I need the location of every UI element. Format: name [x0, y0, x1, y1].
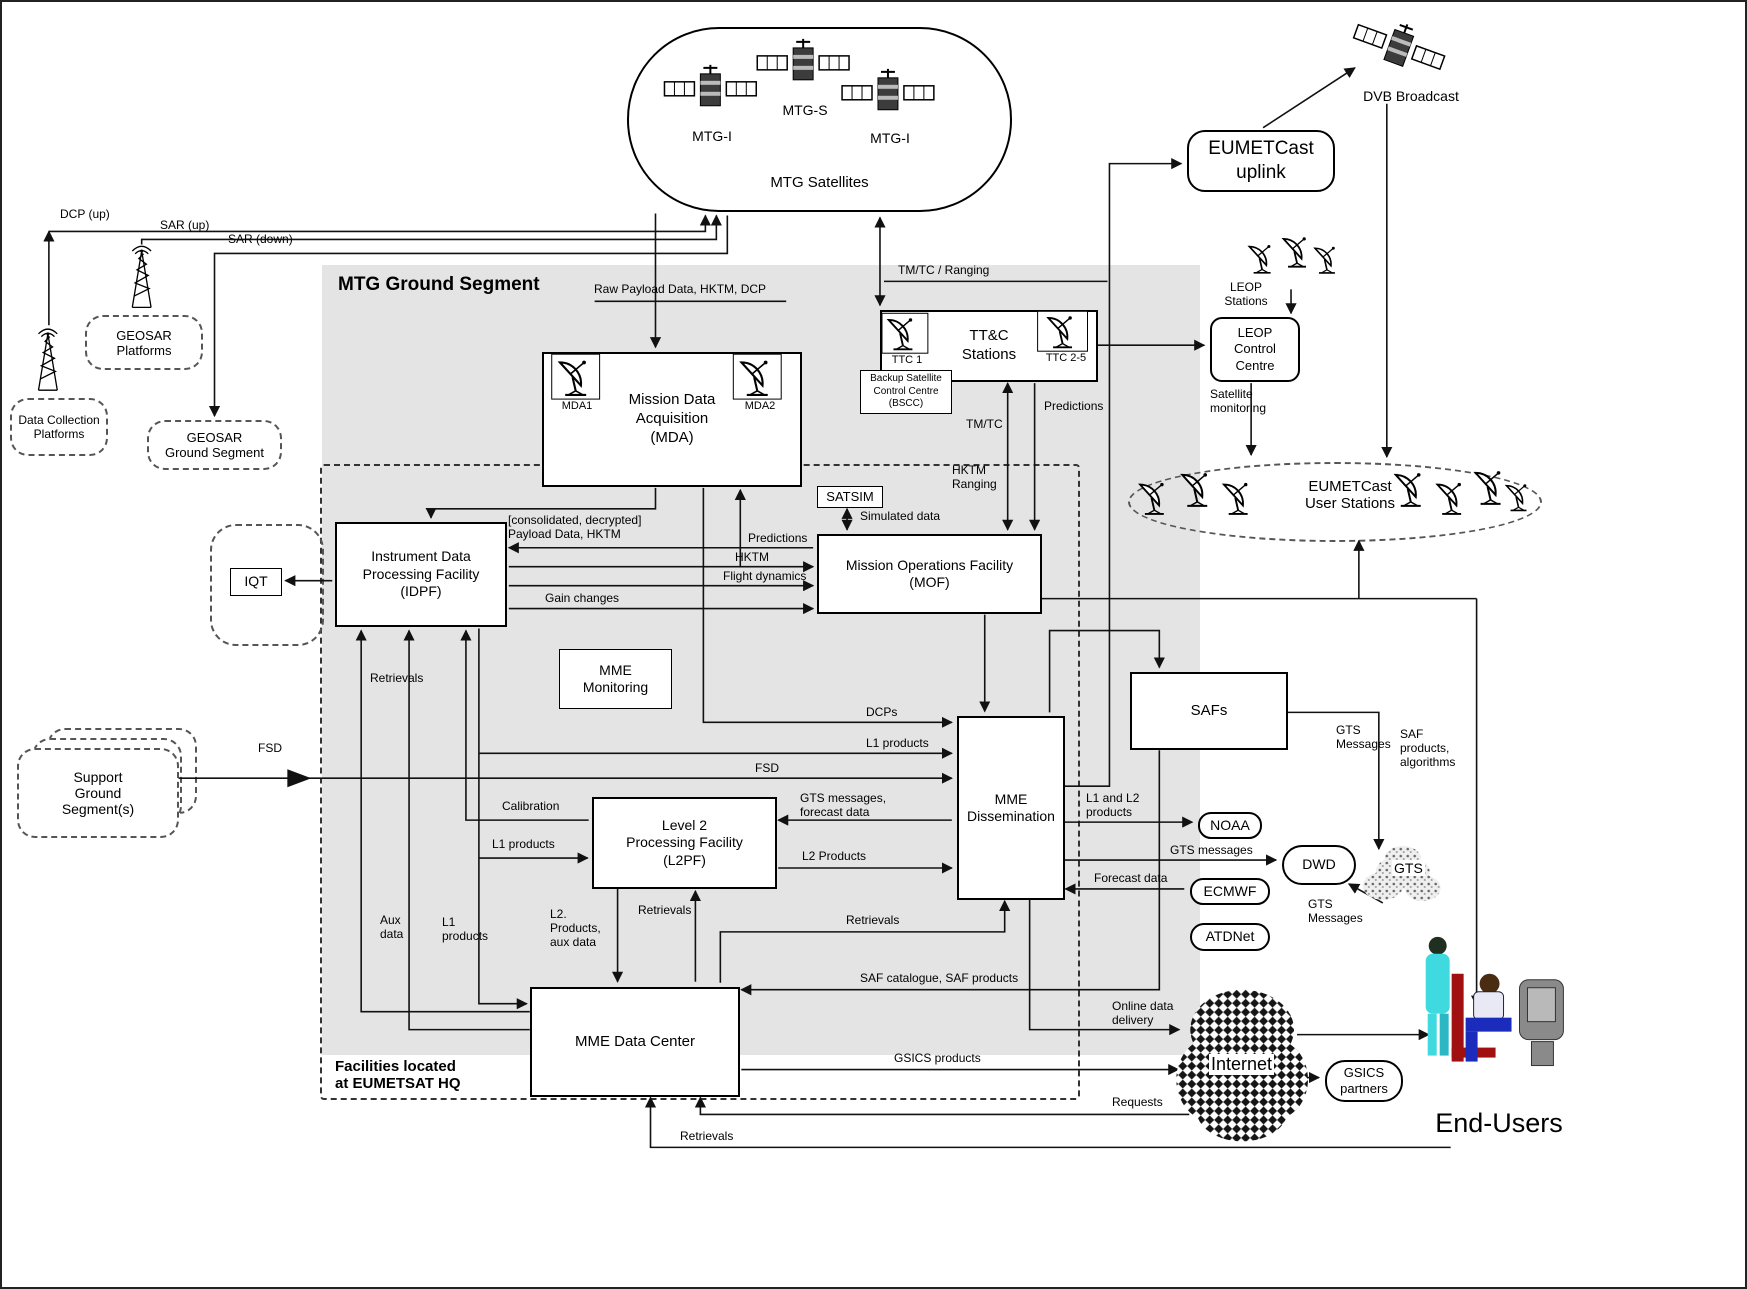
ground-segment-title: MTG Ground Segment — [338, 274, 540, 295]
iqt-dashed-boundary — [210, 524, 324, 646]
edge-label-sar-down: SAR (down) — [228, 232, 293, 246]
edge-label-l1-l2-products: L1 and L2 products — [1086, 791, 1140, 819]
internet-label: Internet — [1209, 1054, 1275, 1075]
edge-label-fsd-left: FSD — [258, 741, 282, 755]
bscc-box: Backup Satellite Control Centre (BSCC) — [860, 370, 952, 414]
geosar-ground-segment-box: GEOSAR Ground Segment — [147, 420, 282, 470]
edge-label-dcp-up: DCP (up) — [60, 207, 110, 221]
edge-label-gts-messages-gts: GTS Messages — [1308, 897, 1363, 925]
satsim-box: SATSIM — [817, 486, 883, 508]
ecmwf-box: ECMWF — [1190, 878, 1270, 905]
dvb-satellite-icon — [1349, 7, 1452, 80]
edge-label-gsics-products: GSICS products — [894, 1051, 981, 1065]
mtg-s-label: MTG-S — [782, 102, 828, 118]
user-stations-label: EUMETCast User Stations — [1304, 478, 1396, 512]
edge-dcp-up-b — [48, 214, 711, 233]
iqt-box: IQT — [230, 568, 282, 596]
noaa-box: NOAA — [1198, 812, 1262, 839]
mtg-i-left-label: MTG-I — [692, 128, 732, 144]
mme-dissemination-box: MME Dissemination — [957, 716, 1065, 900]
edge-label-hktm: HKTM — [735, 550, 769, 564]
geosar-tower-icon — [131, 245, 152, 309]
eumetcast-uplink-box: EUMETCast uplink — [1187, 130, 1335, 192]
edge-label-predictions-right: Predictions — [1044, 399, 1104, 413]
edge-label-retrievals-dc: Retrievals — [680, 1129, 734, 1143]
mtg-i-right-label: MTG-I — [870, 130, 910, 146]
edge-label-gts-messages-safs: GTS Messages — [1336, 723, 1391, 751]
edge-label-predictions-left: Predictions — [748, 531, 808, 545]
edge-label-saf-catalogue: SAF catalogue, SAF products — [860, 971, 1019, 985]
mof-box: Mission Operations Facility (MOF) — [817, 534, 1042, 614]
end-users-icon — [1425, 936, 1564, 1067]
l2pf-box: Level 2 Processing Facility (L2PF) — [592, 797, 777, 889]
gsics-partners-box: GSICS partners — [1325, 1060, 1403, 1102]
mtg-satellites-label: MTG Satellites — [770, 174, 869, 191]
edge-label-saf-products: SAF products, algorithms — [1400, 727, 1456, 769]
atdnet-box: ATDNet — [1190, 923, 1270, 951]
edge-label-simulated-data: Simulated data — [860, 509, 941, 523]
edge-label-l1-products-l2pf: L1 products — [492, 837, 555, 851]
edge-uplink-dvb — [1262, 67, 1356, 129]
idpf-box: Instrument Data Processing Facility (IDP… — [335, 522, 507, 627]
edge-retrievals-bottom — [644, 1096, 1451, 1149]
edge-label-retrievals-l2pf: Retrievals — [638, 903, 692, 917]
leop-stations-label: LEOP Stations — [1224, 280, 1268, 308]
leop-dish-icon — [1282, 236, 1307, 268]
safs-box: SAFs — [1130, 672, 1288, 750]
edge-label-gain-changes: Gain changes — [545, 591, 620, 605]
edge-label-online-data: Online data delivery — [1112, 999, 1174, 1027]
data-collection-platforms-box: Data Collection Platforms — [10, 398, 108, 456]
edge-label-sar-up: SAR (up) — [160, 218, 210, 232]
leop-dish-icon — [1248, 244, 1272, 274]
facilities-note: Facilities located at EUMETSAT HQ — [335, 1058, 461, 1092]
edge-label-retrievals-diss: Retrievals — [846, 913, 900, 927]
edge-label-raw-payload: Raw Payload Data, HKTM, DCP — [594, 282, 767, 296]
edge-label-flight-dynamics: Flight dynamics — [723, 569, 807, 583]
mda1-label: MDA1 — [561, 400, 593, 412]
geosar-platforms-box: GEOSAR Platforms — [85, 315, 203, 370]
edge-label-dcps: DCPs — [866, 705, 898, 719]
edge-label-l2-products: L2 Products — [802, 849, 867, 863]
dvb-broadcast-label: DVB Broadcast — [1363, 88, 1459, 104]
support-gs-front: Support Ground Segment(s) — [17, 748, 179, 838]
ttc1-label: TTC 1 — [891, 354, 923, 366]
edge-label-retrievals-idpf: Retrievals — [370, 671, 424, 685]
leop-dish-icon — [1314, 246, 1336, 274]
edge-label-requests: Requests — [1112, 1095, 1163, 1109]
gts-label: GTS — [1392, 860, 1425, 876]
leop-control-centre-box: LEOP Control Centre — [1210, 317, 1300, 382]
dcp-tower-icon — [37, 328, 58, 391]
edge-label-forecast-data: Forecast data — [1094, 871, 1168, 885]
edge-label-satellite-monitoring: Satellite monitoring — [1210, 387, 1267, 415]
mme-data-center-box: MME Data Center — [530, 987, 740, 1097]
edge-label-gts-forecast: GTS messages, forecast data — [800, 791, 887, 819]
ttc25-label: TTC 2-5 — [1045, 352, 1087, 364]
edge-label-gts-messages-dwd: GTS messages — [1170, 843, 1253, 857]
end-users-label: End-Users — [1435, 1108, 1563, 1138]
mme-monitoring-box: MME Monitoring — [559, 649, 672, 709]
edge-label-hktm-ranging: HKTM Ranging — [952, 463, 997, 491]
mda-box: Mission Data Acquisition (MDA) — [542, 352, 802, 487]
edge-label-tmtc-ranging: TM/TC / Ranging — [898, 263, 990, 277]
edge-label-l1-products-diss: L1 products — [866, 736, 929, 750]
edge-label-consolidated: [consolidated, decrypted] Payload Data, … — [508, 513, 642, 541]
dwd-box: DWD — [1282, 845, 1356, 885]
fsd-big-arrowhead — [287, 769, 312, 788]
edge-label-fsd-right: FSD — [755, 761, 779, 775]
edge-label-aux-data: Aux data — [380, 913, 404, 941]
mda2-label: MDA2 — [744, 400, 776, 412]
edge-label-tmtc: TM/TC — [966, 417, 1003, 431]
edge-label-l1-products-dc: L1 products — [442, 915, 489, 943]
edge-label-calibration: Calibration — [502, 799, 560, 813]
edge-label-l2-products-aux: L2. Products, aux data — [550, 907, 601, 949]
